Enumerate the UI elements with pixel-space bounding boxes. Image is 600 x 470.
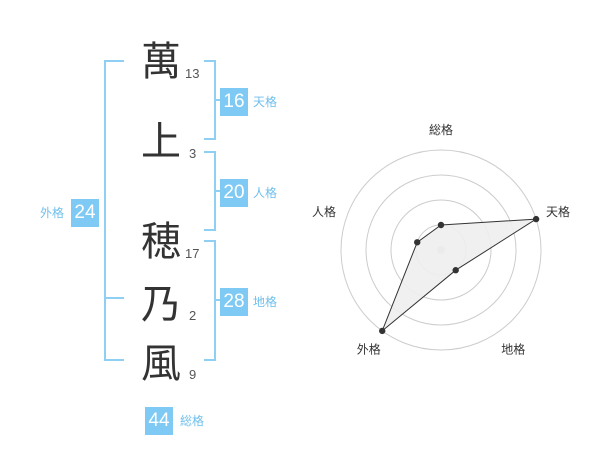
- jinkaku-value: 20: [220, 179, 248, 207]
- radar-ring-2: [390, 199, 492, 301]
- name-char-5: 風: [141, 341, 181, 387]
- chikaku-bracket-tick: [216, 299, 222, 301]
- name-char-2: 上: [141, 119, 181, 165]
- chikaku-bracket: [204, 240, 216, 361]
- stroke-count-1: 13: [185, 66, 200, 81]
- radar-axis-label-4: 外格: [357, 342, 381, 357]
- stroke-count-2: 3: [189, 146, 197, 161]
- soukaku-label: 総格: [180, 414, 205, 428]
- radar-point-2: [532, 215, 540, 223]
- gaikaku-value: 24: [71, 199, 99, 227]
- name-char-3: 穂: [141, 219, 181, 265]
- gaikaku-bracket-tick: [104, 297, 124, 299]
- radar-axis-label-5: 人格: [312, 204, 336, 219]
- radar-point-4: [379, 327, 386, 335]
- tenkaku-value: 16: [220, 88, 248, 116]
- tenkaku-bracket-tick: [216, 99, 222, 101]
- gaikaku-label: 外格: [40, 206, 65, 220]
- radar-series-polygon: [381, 218, 537, 332]
- jinkaku-bracket-tick: [216, 190, 222, 192]
- radar-point-3: [452, 267, 459, 274]
- gaikaku-bracket: [104, 60, 124, 361]
- radar-ring-4: [340, 149, 542, 351]
- radar-ring-3: [365, 174, 517, 326]
- chikaku-value: 28: [220, 288, 248, 316]
- soukaku-value: 44: [145, 407, 173, 435]
- name-char-1: 萬: [141, 39, 181, 85]
- radar-point-5: [414, 239, 421, 246]
- tenkaku-label: 天格: [253, 95, 278, 109]
- jinkaku-bracket: [204, 151, 216, 231]
- radar-axis-label-3: 地格: [501, 342, 525, 357]
- jinkaku-label: 人格: [253, 186, 278, 200]
- tenkaku-bracket: [204, 60, 216, 140]
- radar-axis-label-2: 天格: [546, 204, 570, 219]
- stroke-count-3: 17: [185, 246, 200, 261]
- name-char-4: 乃: [141, 282, 181, 328]
- chikaku-label: 地格: [253, 295, 278, 309]
- radar-point-1: [437, 221, 445, 229]
- stroke-count-5: 9: [189, 367, 197, 382]
- radar-axis-label-1: 総格: [429, 122, 453, 137]
- stroke-count-4: 2: [189, 308, 197, 323]
